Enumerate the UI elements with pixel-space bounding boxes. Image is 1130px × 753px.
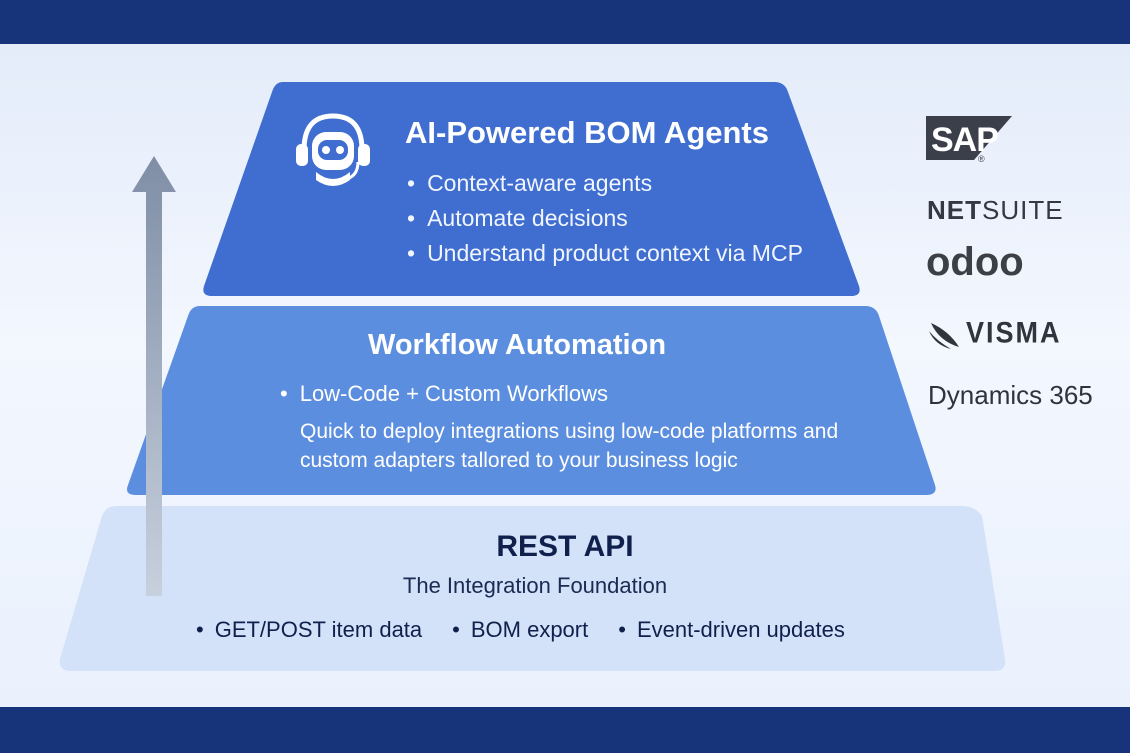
- tier-bottom-bullets: GET/POST item data BOM export Event-driv…: [196, 617, 875, 643]
- sap-registered-mark: ®: [978, 154, 985, 164]
- diagram-canvas: AI-Powered BOM Agents Context-aware agen…: [0, 44, 1130, 707]
- tier-middle-title: Workflow Automation: [368, 329, 667, 361]
- netsuite-logo-light: SUITE: [982, 195, 1064, 225]
- robot-headset-icon: [296, 113, 370, 186]
- netsuite-logo-bold: NET: [927, 195, 982, 225]
- visma-swoosh-icon: [929, 323, 959, 349]
- tier-bottom-bullet: GET/POST item data: [196, 617, 422, 643]
- tier-top-bullet: Automate decisions: [407, 201, 803, 236]
- tier-top-bullets: Context-aware agents Automate decisions …: [407, 166, 803, 271]
- dynamics-365-logo: Dynamics 365: [928, 380, 1093, 410]
- sap-logo-text: SAP: [931, 121, 999, 159]
- tier-top-bullet: Understand product context via MCP: [407, 236, 803, 271]
- tier-middle-description: Quick to deploy integrations using low-c…: [300, 420, 839, 472]
- netsuite-logo: NETSUITE: [927, 195, 1064, 226]
- tier-top-title: AI-Powered BOM Agents: [405, 115, 769, 150]
- tier-top-bullet: Context-aware agents: [407, 166, 803, 201]
- tier-bottom-subtitle: The Integration Foundation: [402, 573, 668, 598]
- tier-bottom-bullet: Event-driven updates: [618, 617, 845, 643]
- tier-bottom-title: REST API: [496, 530, 634, 563]
- up-arrow-icon: [132, 156, 176, 596]
- visma-logo: VISMA: [966, 316, 1062, 350]
- tier-bottom-bullet: BOM export: [452, 617, 588, 643]
- tier-middle-bullet: Low-Code + Custom Workflows: [280, 381, 608, 407]
- odoo-logo: odoo: [926, 240, 1024, 284]
- sap-logo: [926, 116, 1012, 160]
